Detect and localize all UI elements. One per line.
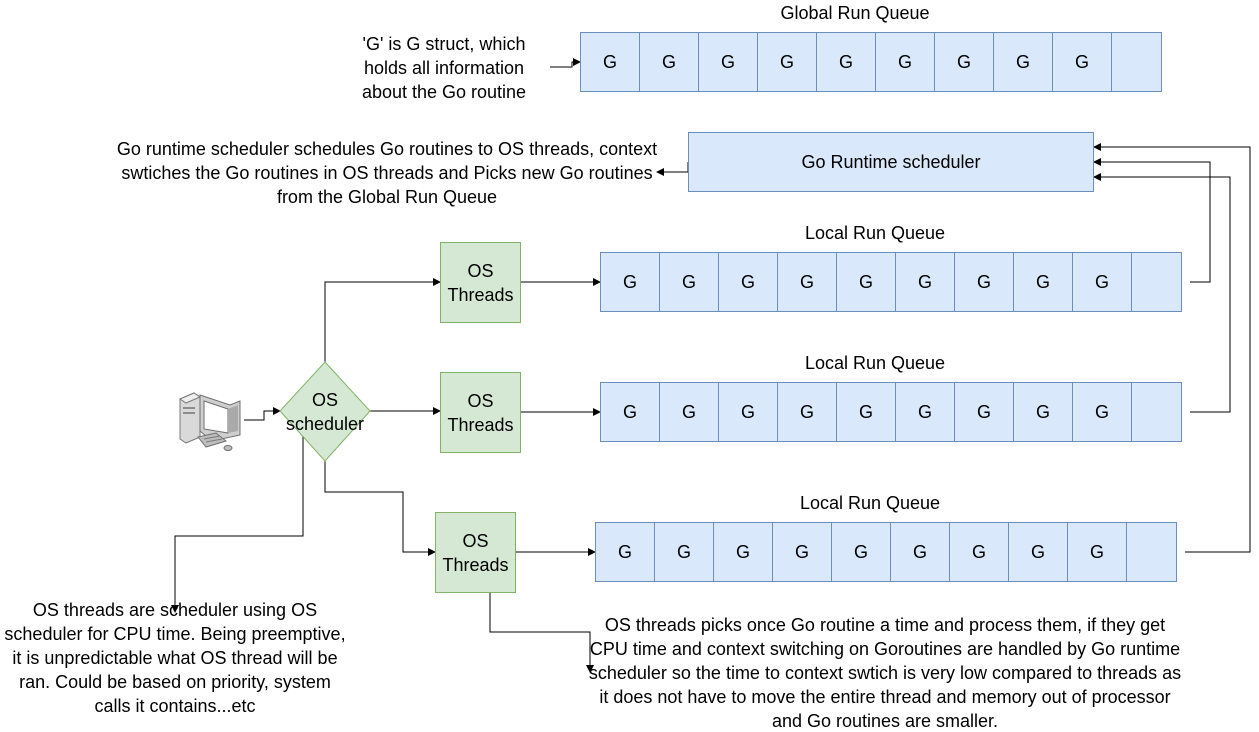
arrow-lq1-to-scheduler [1093, 158, 1211, 283]
arrow-scheduler-to-thread1 [324, 278, 441, 362]
queue-cell: G [954, 382, 1014, 442]
arrow-computer-to-scheduler [244, 407, 281, 421]
queue-cell-empty [1131, 382, 1182, 442]
local-run-queue-1: G G G G G G G G G [600, 252, 1182, 312]
queue-cell: G [1013, 252, 1073, 312]
queue-cell: G [836, 252, 896, 312]
arrow-lq3-to-scheduler [1093, 143, 1251, 553]
os-scheduler-diamond [279, 361, 371, 462]
queue-cell: G [772, 522, 832, 582]
desktop-computer-icon [178, 392, 241, 451]
queue-cell: G [600, 252, 660, 312]
queue-cell: G [875, 32, 935, 92]
queue-cell: G [580, 32, 640, 92]
os-thread-box-3: OS Threads [435, 512, 516, 593]
queue-cell: G [659, 252, 719, 312]
queue-cell: G [777, 382, 837, 442]
go-runtime-scheduler-box: Go Runtime scheduler [688, 132, 1094, 192]
queue-cell: G [718, 252, 778, 312]
queue-cell: G [954, 252, 1014, 312]
queue-cell: G [718, 382, 778, 442]
queue-cell: G [654, 522, 714, 582]
queue-cell: G [831, 522, 891, 582]
queue-cell: G [698, 32, 758, 92]
local-run-queue-3: G G G G G G G G G [595, 522, 1177, 582]
scheduler-note: Go runtime scheduler schedules Go routin… [116, 139, 658, 207]
queue-cell: G [600, 382, 660, 442]
g-struct-note: 'G' is G struct, which holds all informa… [361, 34, 527, 102]
arrow-scheduler-to-thread3 [324, 461, 436, 556]
queue-cell: G [757, 32, 817, 92]
arrow-thread3-to-note [489, 592, 594, 673]
queue-cell: G [1072, 382, 1132, 442]
queue-cell: G [1067, 522, 1127, 582]
local-queue-label: Local Run Queue [804, 223, 946, 243]
local-queue-label: Local Run Queue [804, 353, 946, 373]
global-run-queue: G G G G G G G G G [580, 32, 1162, 92]
os-scheduler-label: OS scheduler [285, 390, 365, 434]
global-queue-label: Global Run Queue [780, 3, 930, 23]
queue-cell-empty [1131, 252, 1182, 312]
queue-cell: G [890, 522, 950, 582]
queue-cell-empty [1126, 522, 1177, 582]
queue-cell: G [595, 522, 655, 582]
queue-cell: G [816, 32, 876, 92]
queue-cell: G [949, 522, 1009, 582]
local-run-queue-2: G G G G G G G G G [600, 382, 1182, 442]
queue-cell: G [993, 32, 1053, 92]
arrow-scheduler-to-note [656, 162, 689, 176]
queue-cell: G [895, 252, 955, 312]
goroutine-note: OS threads picks once Go routine a time … [588, 615, 1182, 731]
queue-cell: G [639, 32, 699, 92]
arrow-gnote-to-queue [550, 58, 581, 68]
arrow-scheduler-to-os-note [171, 435, 304, 613]
queue-cell: G [777, 252, 837, 312]
queue-cell: G [1072, 252, 1132, 312]
queue-cell: G [1008, 522, 1068, 582]
queue-cell: G [713, 522, 773, 582]
arrow-lq2-to-scheduler [1093, 173, 1231, 413]
os-thread-box-1: OS Threads [440, 242, 521, 323]
queue-cell-empty [1111, 32, 1162, 92]
local-queue-label: Local Run Queue [799, 493, 941, 513]
queue-cell: G [1013, 382, 1073, 442]
queue-cell: G [1052, 32, 1112, 92]
queue-cell: G [895, 382, 955, 442]
queue-cell: G [836, 382, 896, 442]
os-thread-box-2: OS Threads [440, 372, 521, 453]
queue-cell: G [659, 382, 719, 442]
os-threads-note: OS threads are scheduler using OS schedu… [4, 600, 346, 716]
queue-cell: G [934, 32, 994, 92]
